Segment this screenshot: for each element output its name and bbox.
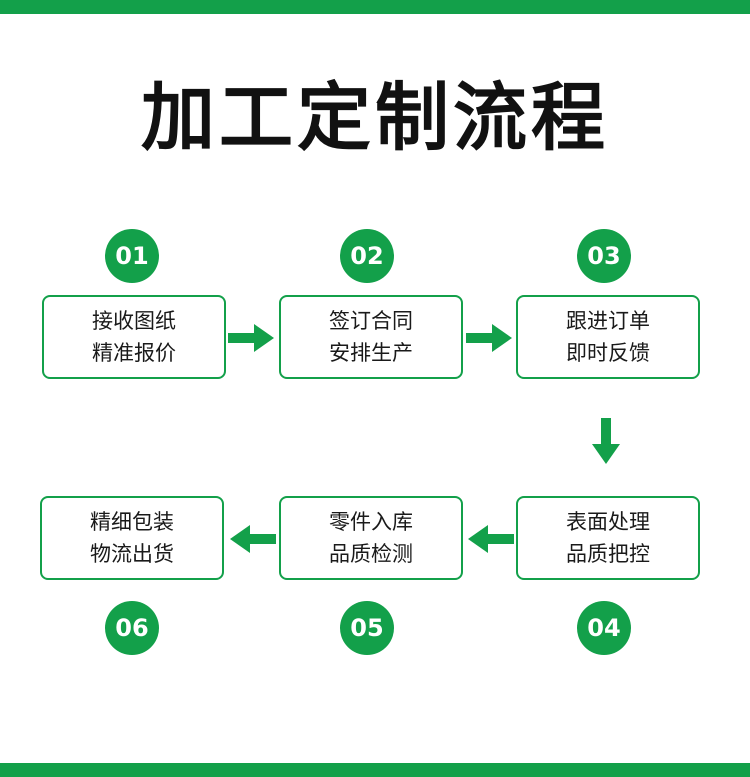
arrow-right-icon bbox=[228, 324, 274, 352]
arrow-down-icon bbox=[592, 418, 620, 464]
step-05-box: 零件入库 品质检测 bbox=[279, 496, 463, 580]
step-05-line2: 品质检测 bbox=[329, 542, 413, 566]
step-06-line2: 物流出货 bbox=[90, 542, 174, 566]
top-accent-bar bbox=[0, 0, 750, 14]
step-03-badge: 03 bbox=[577, 229, 631, 283]
step-04-box: 表面处理 品质把控 bbox=[516, 496, 700, 580]
bottom-accent-bar bbox=[0, 763, 750, 777]
step-06-box: 精细包装 物流出货 bbox=[40, 496, 224, 580]
step-01-line2: 精准报价 bbox=[92, 341, 176, 365]
step-01-box: 接收图纸 精准报价 bbox=[42, 295, 226, 379]
page-title: 加工定制流程 bbox=[141, 75, 609, 161]
step-04-line2: 品质把控 bbox=[566, 542, 650, 566]
step-04-line1: 表面处理 bbox=[566, 510, 650, 534]
step-03-box: 跟进订单 即时反馈 bbox=[516, 295, 700, 379]
arrow-left-icon bbox=[468, 525, 514, 553]
step-03-line2: 即时反馈 bbox=[566, 341, 650, 365]
step-01-badge: 01 bbox=[105, 229, 159, 283]
step-06-line1: 精细包装 bbox=[90, 510, 174, 534]
arrow-right-icon bbox=[466, 324, 512, 352]
step-02-line2: 安排生产 bbox=[329, 341, 413, 365]
step-05-badge: 05 bbox=[340, 601, 394, 655]
step-02-badge: 02 bbox=[340, 229, 394, 283]
step-04-badge: 04 bbox=[577, 601, 631, 655]
step-06-badge: 06 bbox=[105, 601, 159, 655]
arrow-left-icon bbox=[230, 525, 276, 553]
step-03-line1: 跟进订单 bbox=[566, 309, 650, 333]
step-02-box: 签订合同 安排生产 bbox=[279, 295, 463, 379]
step-02-line1: 签订合同 bbox=[329, 309, 413, 333]
step-05-line1: 零件入库 bbox=[329, 510, 413, 534]
step-01-line1: 接收图纸 bbox=[92, 309, 176, 333]
